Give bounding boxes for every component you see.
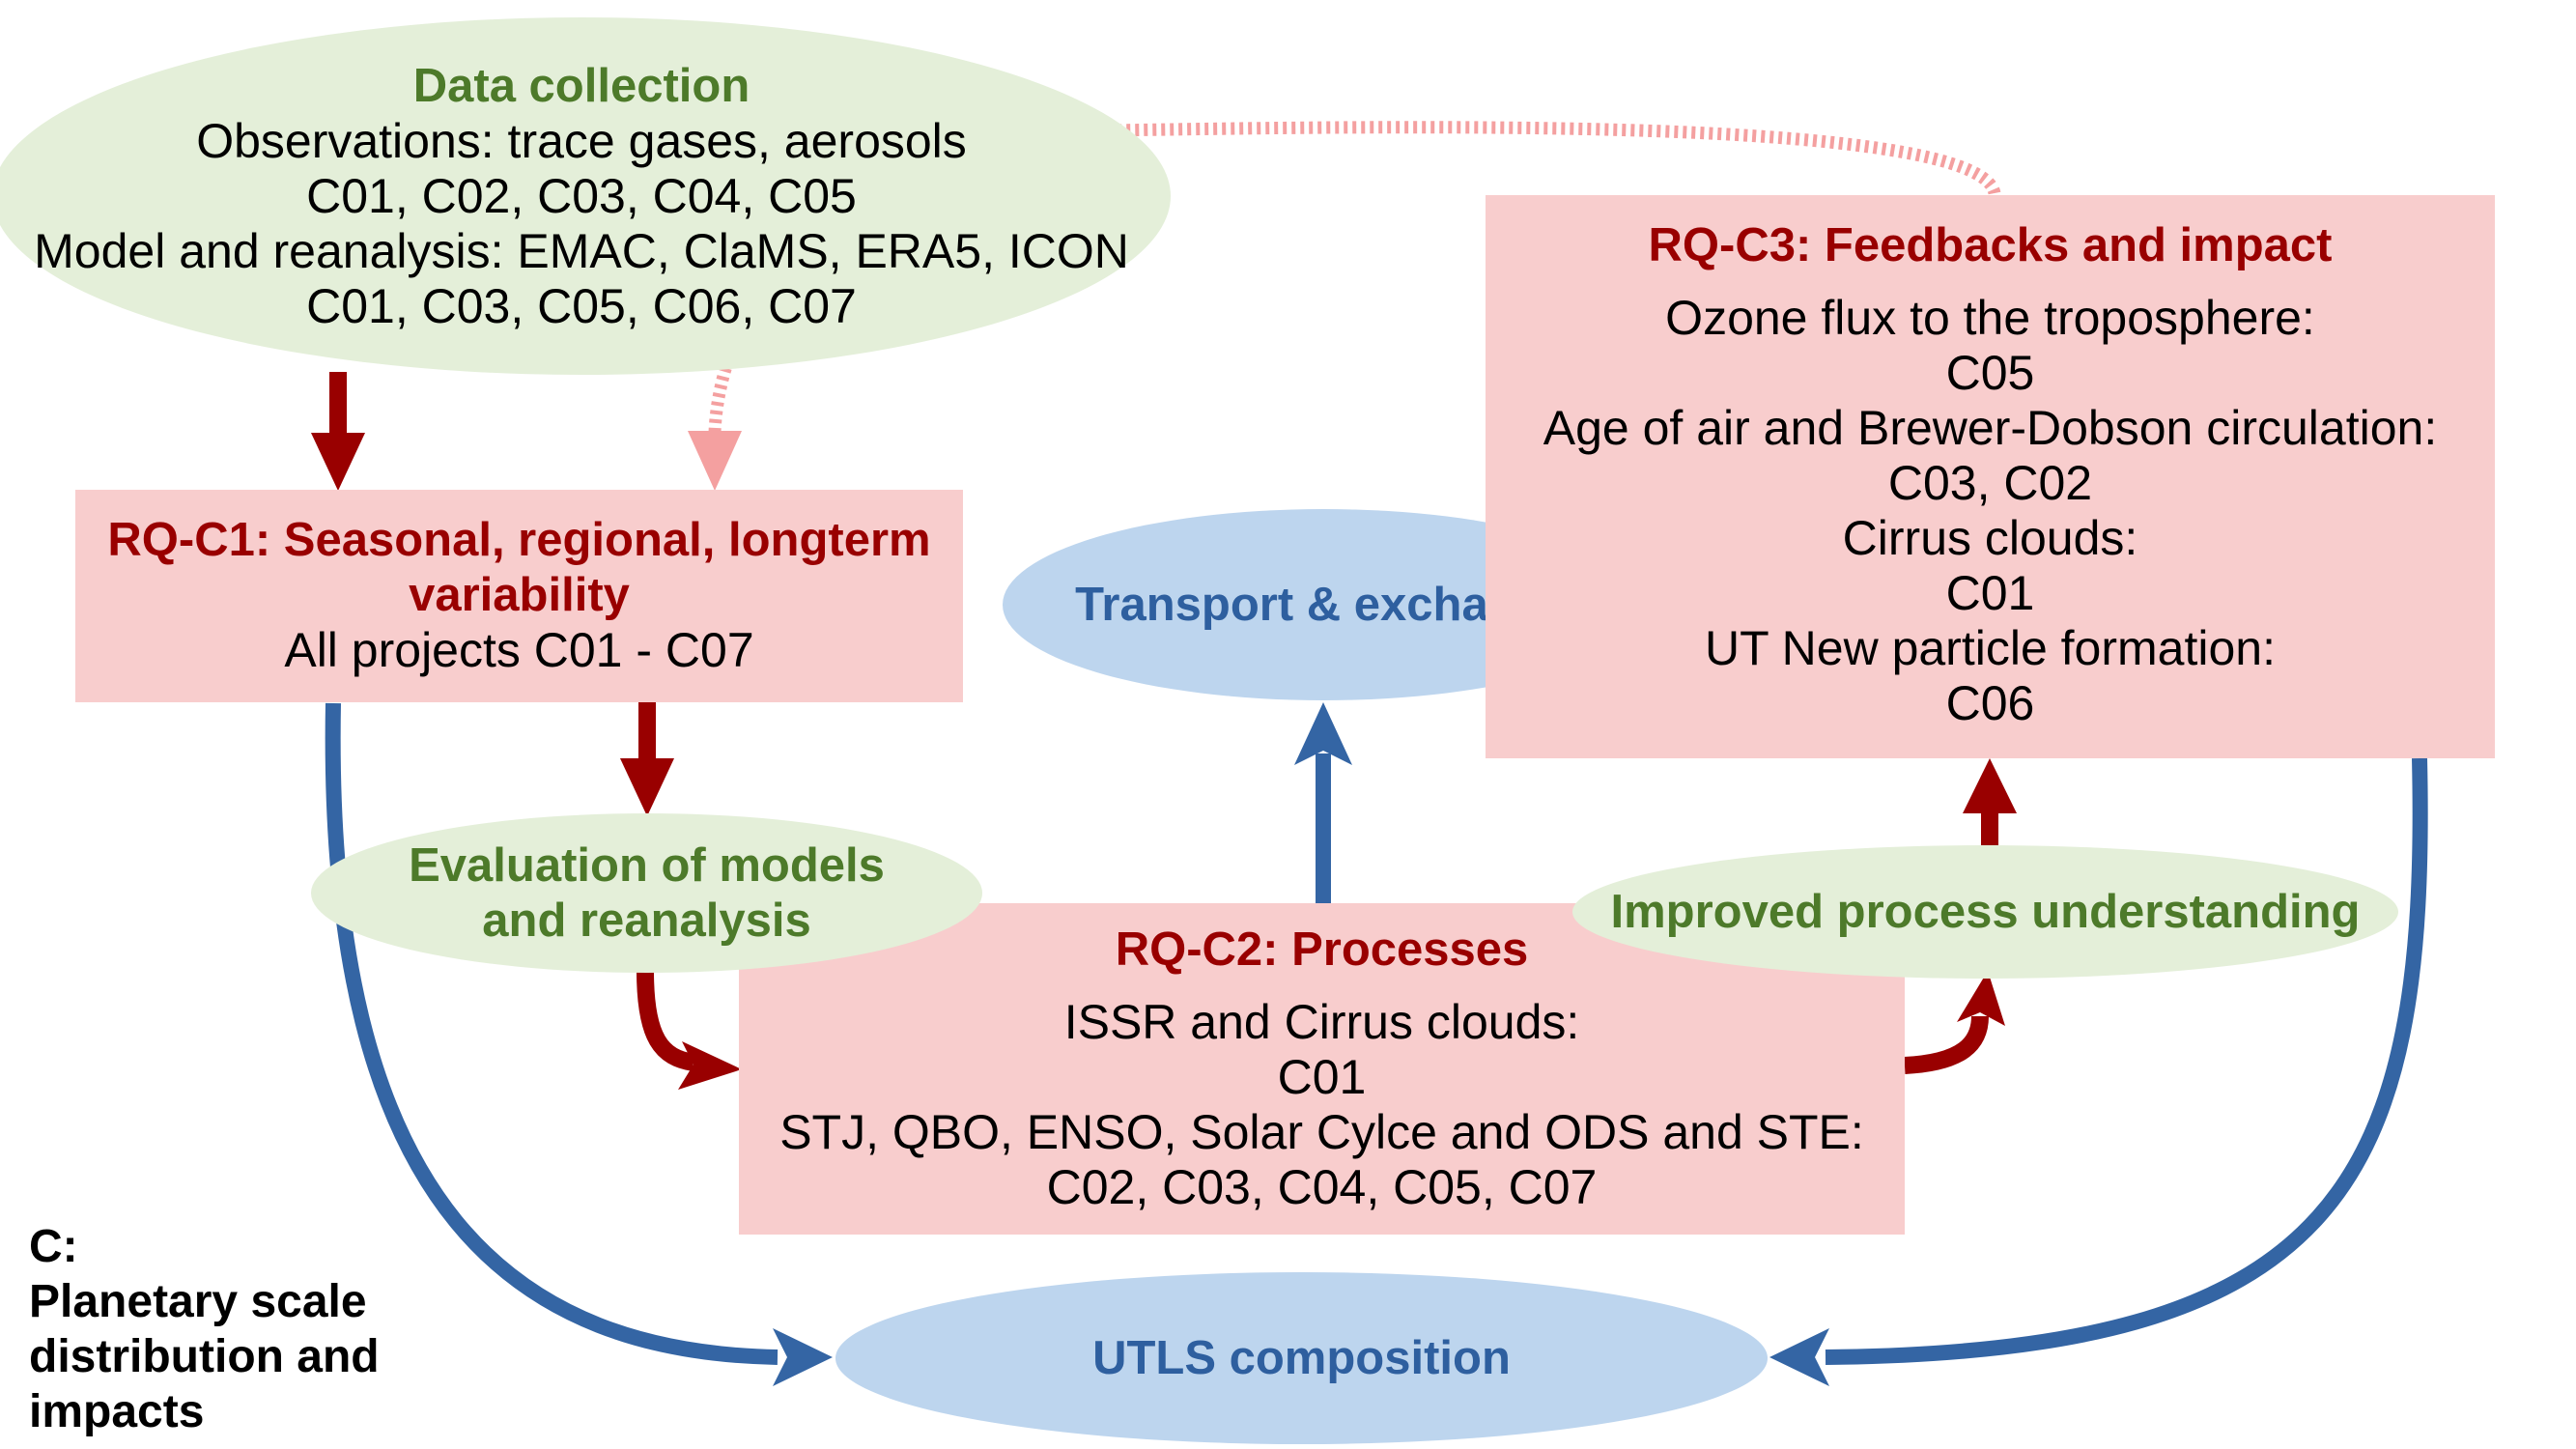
improved-understanding-ellipse: Improved process understanding [1572, 845, 2398, 979]
rq-c3-line: C01 [1945, 566, 2035, 620]
rq-c2-box: RQ-C2: Processes ISSR and Cirrus clouds:… [739, 903, 1905, 1235]
evaluation-label-line2: and reanalysis [482, 894, 811, 947]
evaluation-ellipse: Evaluation of models and reanalysis [311, 813, 982, 973]
rq-c1-title: RQ-C1: Seasonal, regional, longterm [107, 514, 931, 566]
rq-c1-title-line2: variability [409, 569, 630, 621]
rq-c2-line: ISSR and Cirrus clouds: [1063, 995, 1580, 1049]
arrowhead-rqc3-to-utls [1769, 1328, 1829, 1386]
arrowhead-rqc1-to-evaluation [620, 758, 674, 816]
caption-line: impacts [29, 1386, 205, 1437]
rq-c3-line: Ozone flux to the troposphere: [1665, 291, 2315, 345]
caption: C: Planetary scale distribution and impa… [29, 1219, 380, 1439]
utls-composition-label: UTLS composition [1092, 1331, 1511, 1384]
rq-c1-text: All projects C01 - C07 [284, 623, 754, 677]
rq-c2-line: C02, C03, C04, C05, C07 [1046, 1160, 1598, 1214]
rq-c3-line: C03, C02 [1887, 456, 2093, 510]
arrow-rqc1-to-utls [325, 702, 778, 1365]
rq-c3-line: Age of air and Brewer-Dobson circulation… [1543, 401, 2438, 455]
arrowhead-rqc3-to-rqc1-dashed [688, 431, 742, 491]
data-collection-line: Observations: trace gases, aerosols [196, 113, 967, 168]
rq-c2-title: RQ-C2: Processes [1115, 923, 1529, 976]
rq-c1-box: RQ-C1: Seasonal, regional, longterm vari… [75, 490, 963, 702]
data-collection-title: Data collection [412, 59, 750, 112]
rq-c3-box: RQ-C3: Feedbacks and impact Ozone flux t… [1486, 195, 2495, 758]
arrowhead-rqc2-to-improved [1957, 971, 2005, 1026]
arrowhead-evaluation-to-rqc2 [678, 1041, 742, 1090]
utls-composition-ellipse: UTLS composition [835, 1272, 1768, 1444]
rq-c2-line: C01 [1277, 1050, 1367, 1104]
data-collection-line: C01, C02, C03, C04, C05 [306, 168, 857, 223]
caption-line: distribution and [29, 1331, 380, 1382]
caption-line: C: [29, 1221, 78, 1272]
data-collection-line: Model and reanalysis: EMAC, ClaMS, ERA5,… [34, 223, 1129, 278]
rq-c2-line: STJ, QBO, ENSO, Solar Cylce and ODS and … [779, 1105, 1864, 1159]
rq-c3-line: Cirrus clouds: [1842, 511, 2138, 565]
arrowhead-rqc2-to-transport [1294, 702, 1352, 765]
data-collection-line: C01, C03, C05, C06, C07 [306, 278, 857, 333]
rq-c3-line: C05 [1945, 346, 2035, 400]
rq-c3-line: UT New particle formation: [1705, 621, 2276, 675]
arrow-rqc3-to-utls [1825, 757, 2428, 1365]
data-collection-ellipse: Data collection Observations: trace gase… [0, 17, 1171, 375]
rq-c3-title: RQ-C3: Feedbacks and impact [1648, 219, 2333, 271]
evaluation-label-line1: Evaluation of models [409, 838, 885, 892]
arrow-evaluation-to-rqc2 [637, 970, 695, 1071]
rq-c3-line: C06 [1945, 676, 2035, 730]
arrow-rqc2-to-improved [1904, 1015, 1989, 1074]
caption-line: Planetary scale [29, 1276, 367, 1327]
arrowhead-improved-to-rqc3 [1963, 758, 2017, 813]
arrowhead-rqc1-to-utls [773, 1328, 833, 1386]
improved-understanding-label: Improved process understanding [1610, 885, 2361, 938]
arrowhead-datacollection-to-rqc1 [311, 433, 365, 491]
